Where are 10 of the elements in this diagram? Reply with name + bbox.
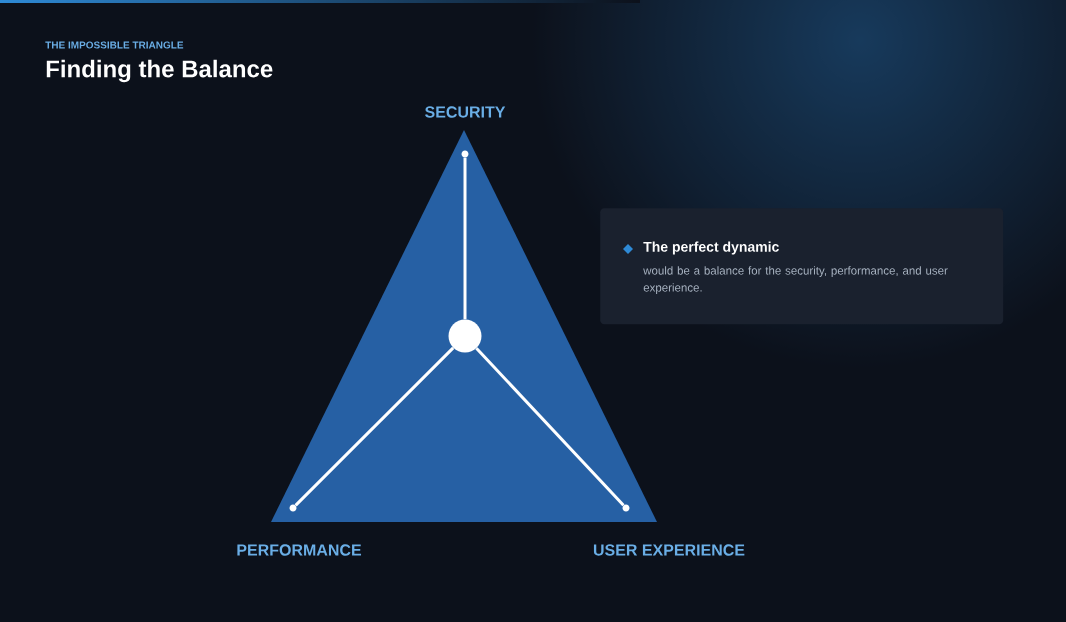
title: Finding the Balance — [46, 59, 273, 83]
axis-label: USER EXPERIENCE — [593, 544, 745, 556]
connector-line — [475, 347, 625, 507]
axis-label: SECURITY — [425, 106, 506, 118]
kicker: THE IMPOSSIBLE TRIANGLE — [45, 41, 184, 49]
axis-label: PERFORMANCE — [237, 544, 362, 556]
info-card: The perfect dynamic would be a balance for the security, performance, and user experience. — [600, 208, 1004, 325]
connector-line — [463, 157, 467, 320]
connector-line — [294, 346, 455, 507]
hub-circle — [448, 319, 482, 353]
